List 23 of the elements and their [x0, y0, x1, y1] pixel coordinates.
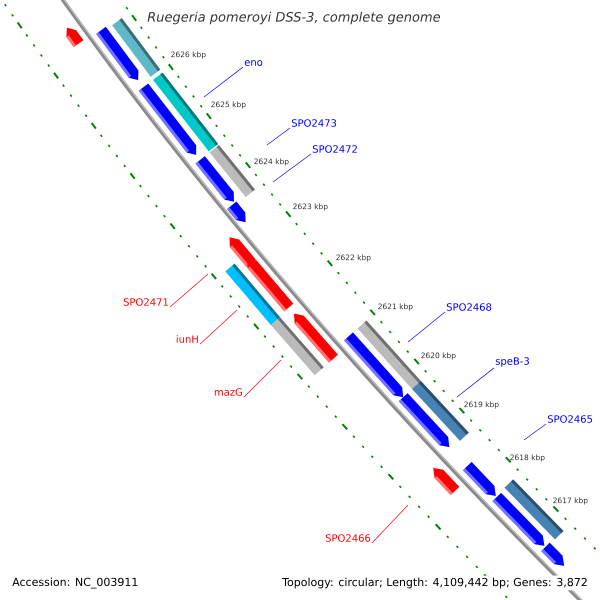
leader-line [170, 274, 208, 308]
gene-label: speB-3 [496, 357, 529, 367]
accession-text: Accession: NC_003911 [12, 578, 138, 588]
leader-line [272, 154, 312, 182]
gene-label: SPO2468 [446, 303, 492, 311]
gene-label: iunH [176, 335, 198, 343]
gene-label: SPO2473 [292, 119, 336, 127]
leader-line [372, 504, 408, 544]
gene-label: SPO2471 [124, 298, 168, 306]
leader-line [408, 312, 446, 342]
leader-line [266, 128, 290, 146]
gene-label: eno [244, 60, 262, 66]
gene-label: SPO2466 [326, 534, 370, 542]
gene-label: mazG [214, 388, 242, 396]
leader-line [200, 310, 238, 344]
gene-label: SPO2472 [312, 145, 357, 153]
leader-line [524, 424, 546, 440]
leader-line [204, 66, 244, 98]
gene-label: SPO2465 [548, 415, 592, 423]
genome-stats-text: Topology: circular; Length: 4,109,442 bp; Genes: 3,872 [280, 576, 590, 590]
leader-line [456, 368, 494, 398]
leader-line [244, 360, 282, 398]
title: Ruegeria pomeroyi DSS-3, complete genome [148, 12, 440, 24]
